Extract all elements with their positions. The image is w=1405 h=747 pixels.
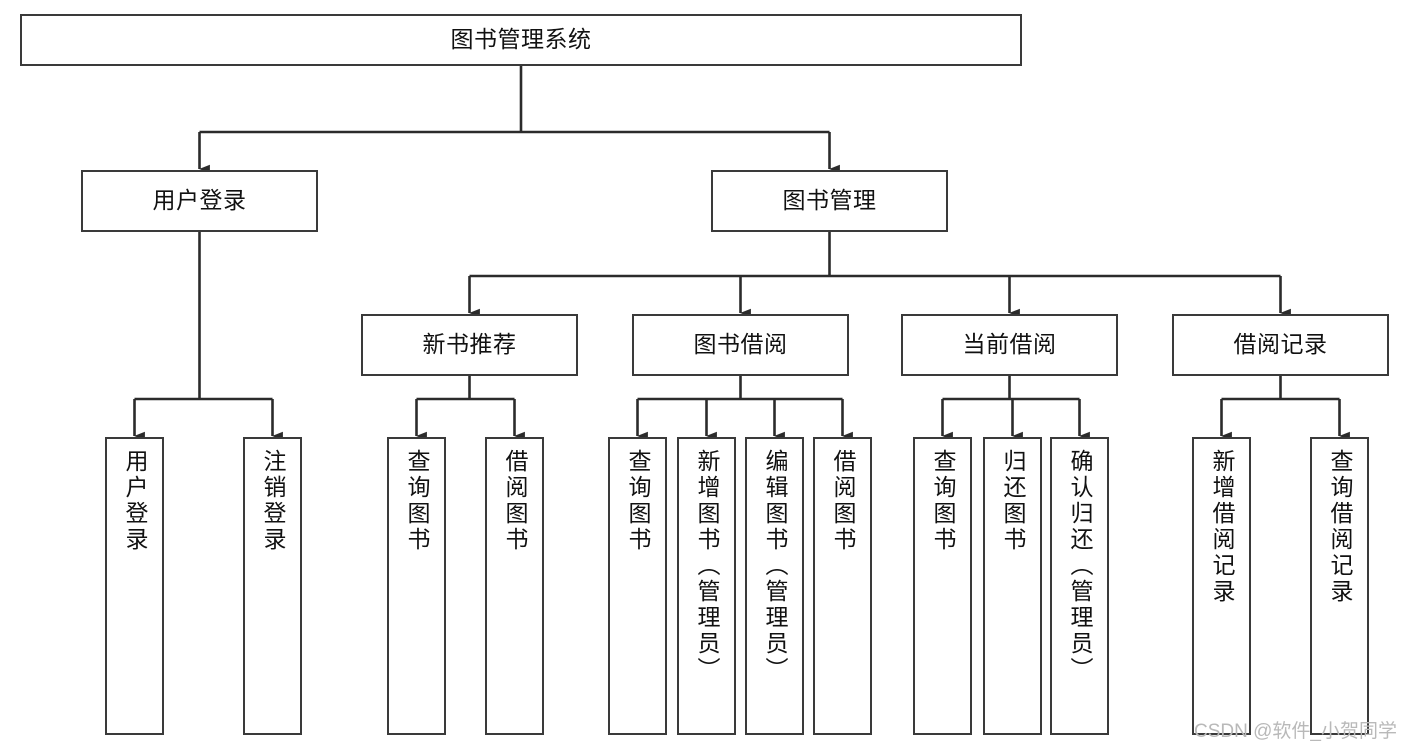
diagram-node-l-add-record[interactable]: 新增借阅记录	[1192, 437, 1251, 735]
diagram-node-n-new-book-rec[interactable]: 新书推荐	[361, 314, 578, 376]
csdn-watermark: CSDN @软件_小贺同学	[1194, 721, 1397, 742]
diagram-node-l-query-record[interactable]: 查询借阅记录	[1310, 437, 1369, 735]
diagram-node-l-return-book[interactable]: 归还图书	[983, 437, 1042, 735]
diagram-node-l-edit-book[interactable]: 编辑图书（管理员）	[745, 437, 804, 735]
diagram-node-label: 查询图书	[930, 449, 956, 553]
diagram-node-label: 编辑图书（管理员）	[762, 449, 788, 683]
diagram-node-l-query-book-b[interactable]: 查询图书	[608, 437, 667, 735]
diagram-node-label: 借阅图书	[502, 449, 528, 553]
diagram-node-label: 查询借阅记录	[1327, 449, 1353, 605]
diagram-node-label: 查询图书	[625, 449, 651, 553]
diagram-node-l-logout[interactable]: 注销登录	[243, 437, 302, 735]
diagram-node-label: 查询图书	[404, 449, 430, 553]
diagram-node-l-borrow-book-b[interactable]: 借阅图书	[813, 437, 872, 735]
diagram-node-label: 图书管理系统	[450, 26, 592, 53]
diagram-node-n-book-mgmt[interactable]: 图书管理	[711, 170, 948, 232]
diagram-node-l-borrow-book-a[interactable]: 借阅图书	[485, 437, 544, 735]
diagram-node-n-borrow-record[interactable]: 借阅记录	[1172, 314, 1389, 376]
diagram-node-label: 归还图书	[1000, 449, 1026, 553]
diagram-node-label: 新增图书（管理员）	[694, 449, 720, 683]
diagram-node-label: 图书管理	[782, 187, 877, 214]
diagram-node-n-user-login[interactable]: 用户登录	[81, 170, 318, 232]
diagram-node-l-query-book-c[interactable]: 查询图书	[913, 437, 972, 735]
diagram-node-label: 当前借阅	[962, 331, 1057, 358]
diagram-node-label: 图书借阅	[693, 331, 788, 358]
diagram-node-n-book-borrow[interactable]: 图书借阅	[632, 314, 849, 376]
diagram-node-n-current-borrow[interactable]: 当前借阅	[901, 314, 1118, 376]
diagram-node-label: 新书推荐	[422, 331, 517, 358]
diagram-node-label: 确认归还（管理员）	[1067, 449, 1093, 683]
diagram-node-label: 借阅记录	[1233, 331, 1328, 358]
diagram-node-root[interactable]: 图书管理系统	[20, 14, 1022, 66]
diagram-node-l-confirm-return[interactable]: 确认归还（管理员）	[1050, 437, 1109, 735]
diagram-node-l-query-book-a[interactable]: 查询图书	[387, 437, 446, 735]
diagram-node-label: 借阅图书	[830, 449, 856, 553]
diagram-node-l-user-login[interactable]: 用户登录	[105, 437, 164, 735]
diagram-node-l-add-book[interactable]: 新增图书（管理员）	[677, 437, 736, 735]
diagram-node-label: 新增借阅记录	[1209, 449, 1235, 605]
diagram-node-label: 注销登录	[260, 449, 286, 553]
diagram-node-label: 用户登录	[152, 187, 247, 214]
diagram-node-label: 用户登录	[122, 449, 148, 553]
